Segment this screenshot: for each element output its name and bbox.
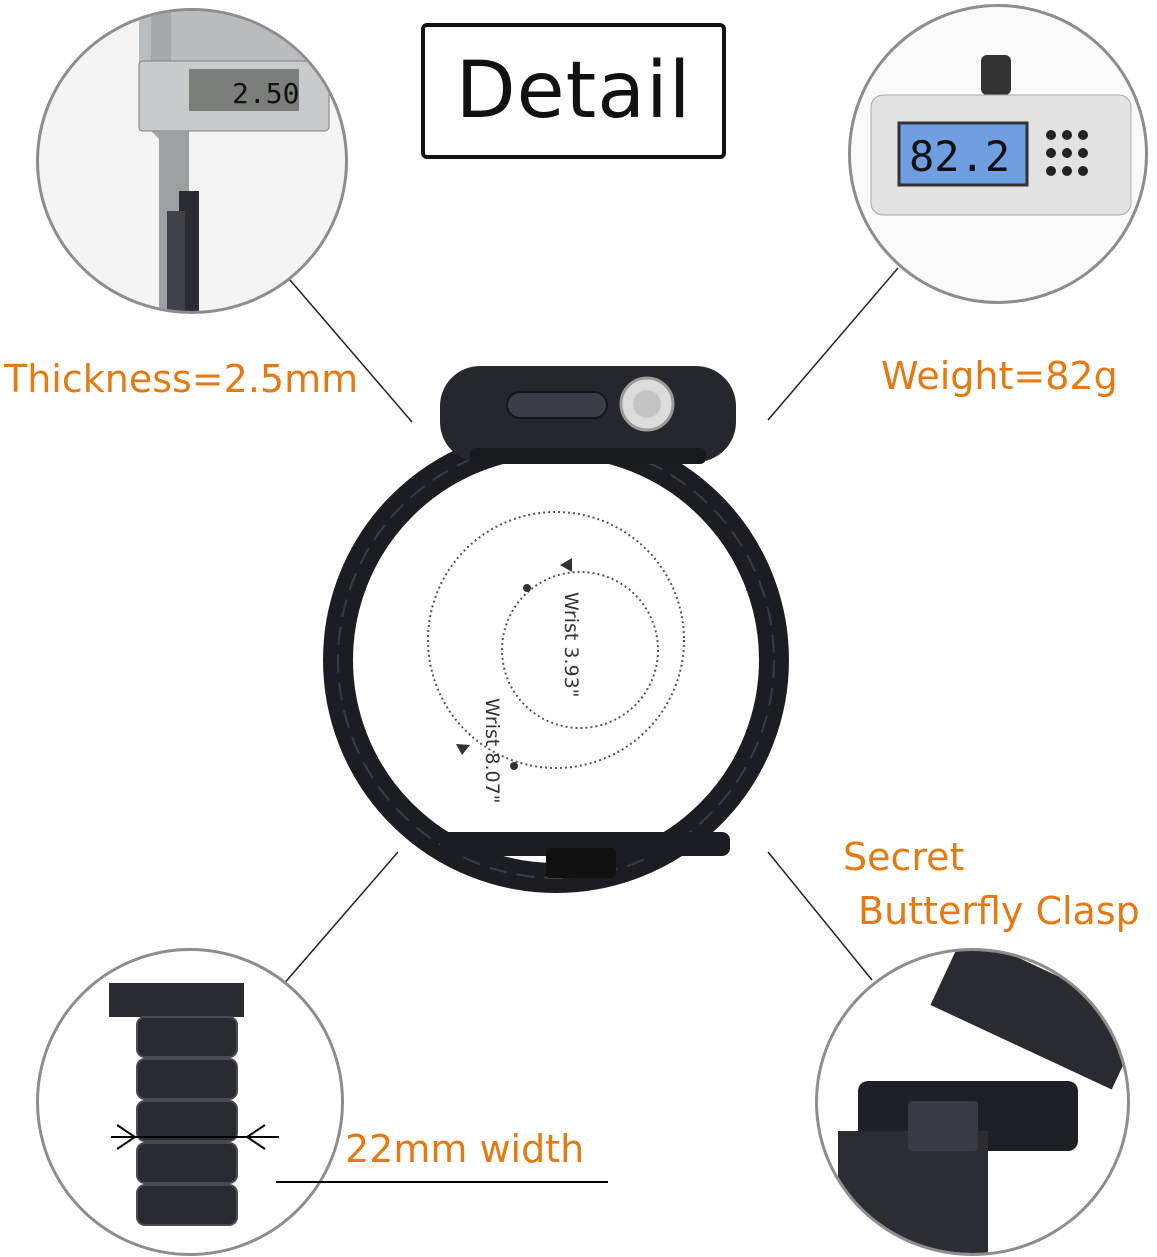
weight-label: Weight=82g <box>881 354 1118 398</box>
watch-band <box>323 427 789 893</box>
wrist-large-label: Wrist 8.07" <box>481 698 503 803</box>
clasp-center <box>440 832 730 878</box>
wrist-small-circle <box>501 571 659 729</box>
band-width-photo <box>36 948 344 1256</box>
caliper-display: 2.50 <box>232 77 299 110</box>
page-title: Detail <box>455 46 692 136</box>
width-label: 22mm width <box>345 1127 585 1171</box>
clasp-photo <box>815 948 1130 1256</box>
clasp-label-line2: Butterfly Clasp <box>858 889 1140 933</box>
watch-case <box>440 366 736 464</box>
connector-line-width <box>281 851 399 987</box>
wrist-small-label: Wrist 3.93" <box>560 592 582 697</box>
wrist-large-circle <box>427 511 685 769</box>
title-box: Detail <box>421 23 726 159</box>
scale-display: 82.2 <box>909 132 1010 181</box>
scale-photo: 82.2 <box>848 4 1148 304</box>
connector-line-weight <box>767 267 899 421</box>
connector-line-clasp <box>767 851 873 981</box>
connector-line-thickness <box>277 265 413 423</box>
caliper-photo: 2.50 <box>36 8 348 314</box>
clasp-label-line1: Secret <box>843 835 965 879</box>
thickness-label: Thickness=2.5mm <box>4 357 359 401</box>
